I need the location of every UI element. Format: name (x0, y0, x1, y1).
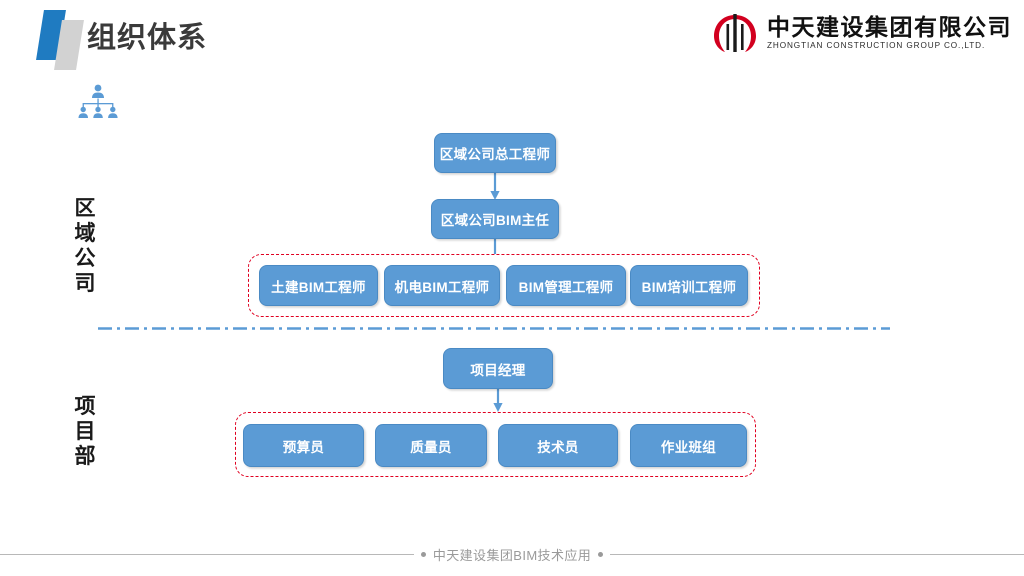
section-label-project-char-0: 项 (74, 395, 96, 418)
footer-rule-left (0, 553, 414, 555)
section-label-region-char-0: 区 (74, 197, 96, 220)
node-quality-officer[interactable]: 质量员 (375, 424, 487, 467)
section-label-region-char-2: 公 (74, 247, 96, 270)
section-label-project-char-1: 目 (74, 420, 96, 443)
logo-text-block: 中天建设集团有限公司 ZHONGTIAN CONSTRUCTION GROUP … (767, 14, 1012, 52)
node-technician[interactable]: 技术员 (498, 424, 618, 467)
node-bim-management-engineer[interactable]: BIM管理工程师 (506, 265, 626, 306)
node-mep-bim-engineer[interactable]: 机电BIM工程师 (384, 265, 500, 306)
node-civil-bim-engineer[interactable]: 土建BIM工程师 (259, 265, 378, 306)
zhongtian-logo-icon (714, 14, 756, 52)
corporate-logo: 中天建设集团有限公司 ZHONGTIAN CONSTRUCTION GROUP … (712, 10, 1012, 56)
node-budget-officer[interactable]: 预算员 (243, 424, 364, 467)
footer-text: 中天建设集团BIM技术应用 (432, 547, 592, 563)
node-project-manager[interactable]: 项目经理 (443, 348, 553, 389)
footer-rule-right (610, 553, 1024, 555)
page-title: 组织体系 (87, 22, 208, 54)
section-label-region: 区 域 公 司 (68, 196, 102, 296)
footer-dot-right (598, 551, 604, 557)
node-bim-director[interactable]: 区域公司BIM主任 (431, 199, 559, 239)
node-work-crew[interactable]: 作业班组 (630, 424, 747, 467)
section-label-region-char-3: 司 (74, 272, 96, 295)
section-divider (98, 327, 890, 330)
node-chief-engineer[interactable]: 区域公司总工程师 (434, 133, 556, 173)
node-bim-training-engineer[interactable]: BIM培训工程师 (630, 265, 748, 306)
section-label-region-char-1: 域 (74, 222, 96, 245)
section-label-project-char-2: 部 (74, 445, 96, 468)
org-chart-icon (78, 84, 118, 118)
region-specialists-group (248, 254, 760, 317)
slide-footer: 中天建设集团BIM技术应用 (0, 544, 1024, 564)
project-members-group (235, 412, 756, 477)
section-label-project: 项 目 部 (68, 394, 102, 469)
logo-company-name-cn: 中天建设集团有限公司 (767, 14, 1012, 40)
footer-dot-left (420, 551, 426, 557)
logo-company-name-en: ZHONGTIAN CONSTRUCTION GROUP CO.,LTD. (767, 41, 986, 50)
